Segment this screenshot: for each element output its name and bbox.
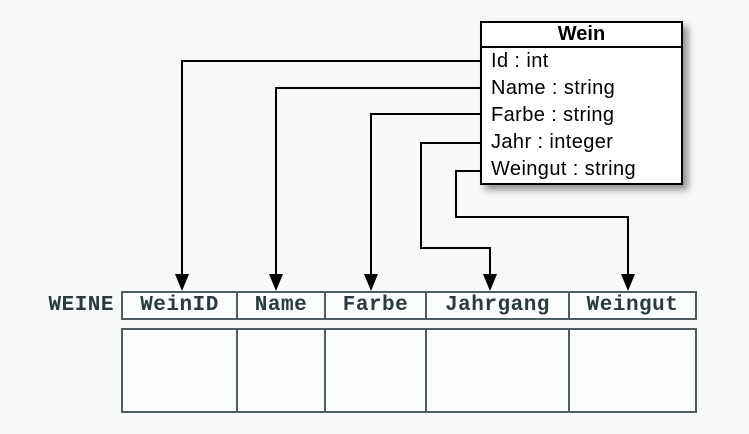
uml-class-title: Wein xyxy=(482,23,681,48)
column-header-jahrgang: Jahrgang xyxy=(427,293,570,318)
column-header-weingut: Weingut xyxy=(586,294,679,317)
arrowhead-icon xyxy=(364,274,378,291)
arrow-name-to-name xyxy=(269,87,480,291)
column-header-farbe: Farbe xyxy=(326,293,427,318)
uml-attribute-jahr: Jahr : integer xyxy=(491,131,614,153)
uml-class-box-wein: Wein Id : int Name : string Farbe : stri… xyxy=(480,21,683,185)
body-cell-weinid xyxy=(123,330,238,411)
body-cell-weingut xyxy=(570,330,695,411)
arrow-weingut-to-weingut xyxy=(455,170,635,291)
arrowhead-icon xyxy=(621,274,635,291)
column-header-weinid: WeinID xyxy=(123,293,238,318)
arrowhead-icon xyxy=(269,274,283,291)
uml-attribute-farbe: Farbe : string xyxy=(491,104,615,126)
arrowhead-icon xyxy=(483,274,497,291)
table-name-label: WEINE xyxy=(48,294,114,317)
arrow-jahr-to-jahrgang xyxy=(420,142,497,291)
column-header-name: Name xyxy=(238,293,326,318)
body-cell-farbe xyxy=(326,330,427,411)
arrowhead-icon xyxy=(175,274,189,291)
arrow-id-to-weinid xyxy=(175,60,480,291)
table-header-row: WeinID Name Farbe Jahrgang Weingut xyxy=(121,291,697,320)
table-body-row xyxy=(121,328,697,413)
uml-attribute-id: Id : int xyxy=(491,50,549,72)
uml-attribute-weingut: Weingut : string xyxy=(491,158,636,180)
uml-attribute-name: Name : string xyxy=(491,77,616,99)
arrow-farbe-to-farbe xyxy=(364,113,480,291)
body-cell-jahrgang xyxy=(427,330,570,411)
body-cell-name xyxy=(238,330,326,411)
uml-attribute-list: Id : int Name : string Farbe : string Ja… xyxy=(482,48,681,183)
